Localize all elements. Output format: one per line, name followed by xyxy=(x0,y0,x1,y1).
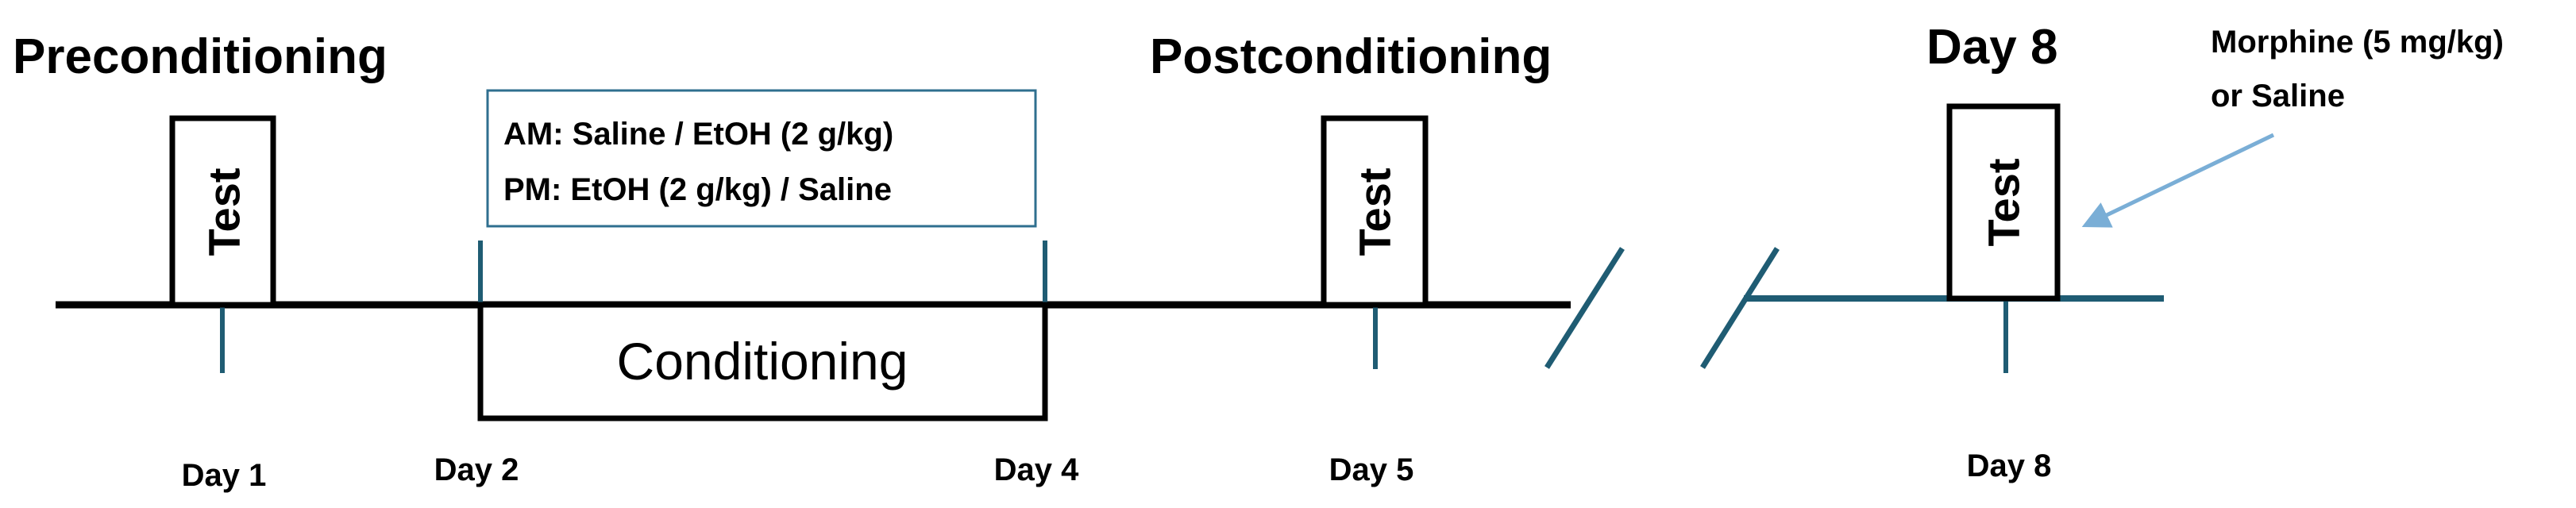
preconditioning-title: Preconditioning xyxy=(13,29,388,84)
conditioning-label: Conditioning xyxy=(617,332,908,391)
test-label-day1: Test xyxy=(199,168,249,256)
postconditioning-title: Postconditioning xyxy=(1150,29,1552,84)
conditioning-box: Conditioning xyxy=(477,302,1048,421)
test-box-day5: Test xyxy=(1321,115,1429,308)
day-label-day1: Day 1 xyxy=(182,458,267,493)
morphine-arrow xyxy=(2081,133,2275,228)
morphine-note-line2: or Saline xyxy=(2211,79,2345,114)
day-label-day5: Day 5 xyxy=(1329,452,1414,487)
day8-title: Day 8 xyxy=(1926,20,2057,75)
conditioning-info-box: AM: Saline / EtOH (2 g/kg) PM: EtOH (2 g… xyxy=(486,89,1037,228)
conditioning-am-text: AM: Saline / EtOH (2 g/kg) xyxy=(503,117,893,152)
test-label-day5: Test xyxy=(1350,168,1400,256)
test-box-day1: Test xyxy=(169,115,276,308)
timeline-break-mark-right xyxy=(1700,247,1780,369)
day-label-day4: Day 4 xyxy=(994,452,1079,487)
conditioning-pm-text: PM: EtOH (2 g/kg) / Saline xyxy=(503,172,892,207)
morphine-note-line1: Morphine (5 mg/kg) xyxy=(2211,25,2504,60)
timeline-break-mark-left xyxy=(1544,247,1625,369)
test-box-day8: Test xyxy=(1946,103,2061,302)
test-label-day8: Test xyxy=(1979,159,2029,247)
day-label-day2: Day 2 xyxy=(434,452,519,487)
day-label-day8: Day 8 xyxy=(1967,448,2052,483)
